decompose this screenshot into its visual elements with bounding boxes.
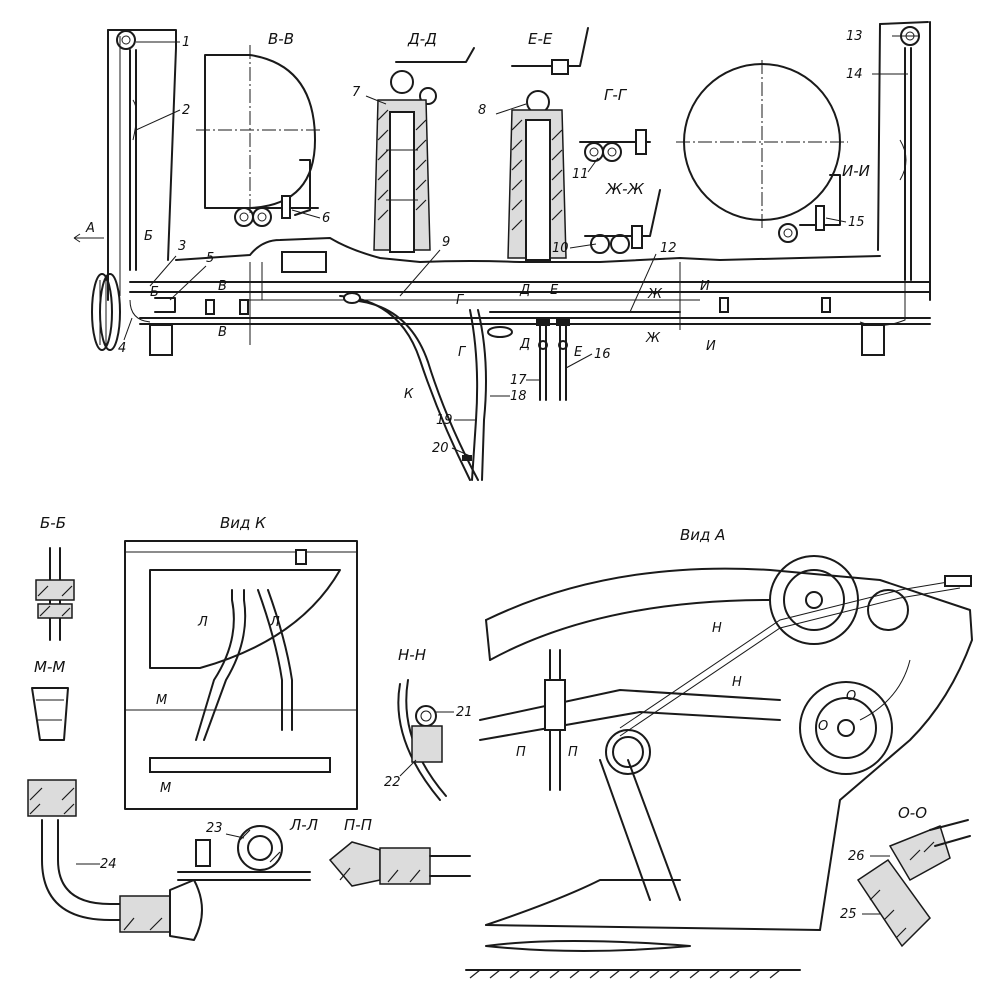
callout-12: 12 xyxy=(660,241,677,256)
callout-4: 4 xyxy=(118,341,126,356)
section-ee xyxy=(507,27,589,261)
cut-letters: А Б Б В В Г Г Д Д Е Е Ж Ж И И К М М Л Л … xyxy=(73,221,856,796)
callout-9: 9 xyxy=(442,235,450,250)
title-vv: В-В xyxy=(268,30,294,48)
cut-p: П xyxy=(516,745,526,760)
callout-19: 19 xyxy=(436,413,453,428)
cut-n: Н xyxy=(712,621,722,636)
section-nn xyxy=(397,679,447,801)
callout-18: 18 xyxy=(510,389,527,404)
section-mm xyxy=(27,687,203,941)
cut-d-2: Д xyxy=(519,337,530,352)
section-ll xyxy=(177,825,311,881)
title-zhzh: Ж-Ж xyxy=(605,180,645,198)
callout-16: 16 xyxy=(594,347,611,362)
section-ii xyxy=(676,60,848,243)
title-oo: О-О xyxy=(898,804,927,822)
title-gg: Г-Г xyxy=(604,86,628,104)
title-ee: Е-Е xyxy=(528,30,553,48)
callout-15: 15 xyxy=(848,215,865,230)
cut-g: Г xyxy=(456,293,465,308)
cut-a: А xyxy=(85,221,95,236)
cut-o: О xyxy=(818,719,828,734)
callout-8: 8 xyxy=(478,103,486,118)
callout-6: 6 xyxy=(322,211,330,226)
cut-i: И xyxy=(700,279,710,294)
section-gg xyxy=(579,129,651,162)
cut-e: Е xyxy=(550,283,559,298)
callout-17: 17 xyxy=(510,373,527,388)
cut-v: В xyxy=(218,279,227,294)
view-k xyxy=(124,540,358,810)
callout-3: 3 xyxy=(178,239,186,254)
title-ll: Л-Л xyxy=(289,816,318,834)
title-vid-k: Вид К xyxy=(220,514,267,532)
section-pp xyxy=(328,841,471,887)
callout-10: 10 xyxy=(552,241,569,256)
callout-13: 13 xyxy=(846,29,863,44)
callout-11: 11 xyxy=(572,167,589,182)
cut-g-2: Г xyxy=(458,345,467,360)
title-vid-a: Вид А xyxy=(680,526,725,544)
section-titles: В-В Д-Д Е-Е Г-Г Ж-Ж И-И Б-Б Вид К Вид А … xyxy=(34,30,927,834)
section-dd xyxy=(373,47,475,253)
cut-k: К xyxy=(404,387,414,402)
cut-v-2: В xyxy=(218,325,227,340)
cut-i-2: И xyxy=(706,339,716,354)
cut-b: Б xyxy=(144,229,153,244)
callout-14: 14 xyxy=(846,67,863,82)
cut-n-2: Н xyxy=(732,675,742,690)
cut-e-2: Е xyxy=(574,345,583,360)
view-a xyxy=(465,555,973,979)
main-frame-assembly xyxy=(91,21,931,481)
cut-b-2: Б xyxy=(150,285,159,300)
cut-m: М xyxy=(156,693,167,708)
section-bb xyxy=(35,547,75,641)
cut-o-2: О xyxy=(846,689,856,704)
part-callouts: 1 2 3 4 5 6 7 8 9 10 11 12 13 14 15 16 1… xyxy=(76,29,918,922)
section-zhzh xyxy=(584,189,661,254)
callout-22: 22 xyxy=(384,775,401,790)
callout-7: 7 xyxy=(352,85,361,100)
callout-1: 1 xyxy=(182,35,190,50)
cut-m-2: М xyxy=(160,781,171,796)
section-vv xyxy=(196,45,320,227)
title-ii: И-И xyxy=(842,162,870,180)
title-nn: Н-Н xyxy=(398,646,426,664)
callout-20: 20 xyxy=(432,441,449,456)
callout-24: 24 xyxy=(100,857,117,872)
title-pp: П-П xyxy=(344,816,372,834)
cut-l: Л xyxy=(197,615,208,630)
callout-25: 25 xyxy=(840,907,857,922)
section-oo xyxy=(856,819,971,948)
title-bb: Б-Б xyxy=(40,514,66,532)
cut-p-2: П xyxy=(568,745,578,760)
cut-zh-2: Ж xyxy=(645,331,661,346)
callout-26: 26 xyxy=(848,849,865,864)
title-dd: Д-Д xyxy=(407,30,437,48)
cut-d: Д xyxy=(519,283,530,298)
cut-zh: Ж xyxy=(647,287,663,302)
callout-5: 5 xyxy=(206,251,214,266)
title-mm: М-М xyxy=(34,658,65,676)
callout-2: 2 xyxy=(182,103,190,118)
callout-21: 21 xyxy=(456,705,473,720)
cut-l-2: Л xyxy=(269,615,280,630)
callout-23: 23 xyxy=(206,821,223,836)
